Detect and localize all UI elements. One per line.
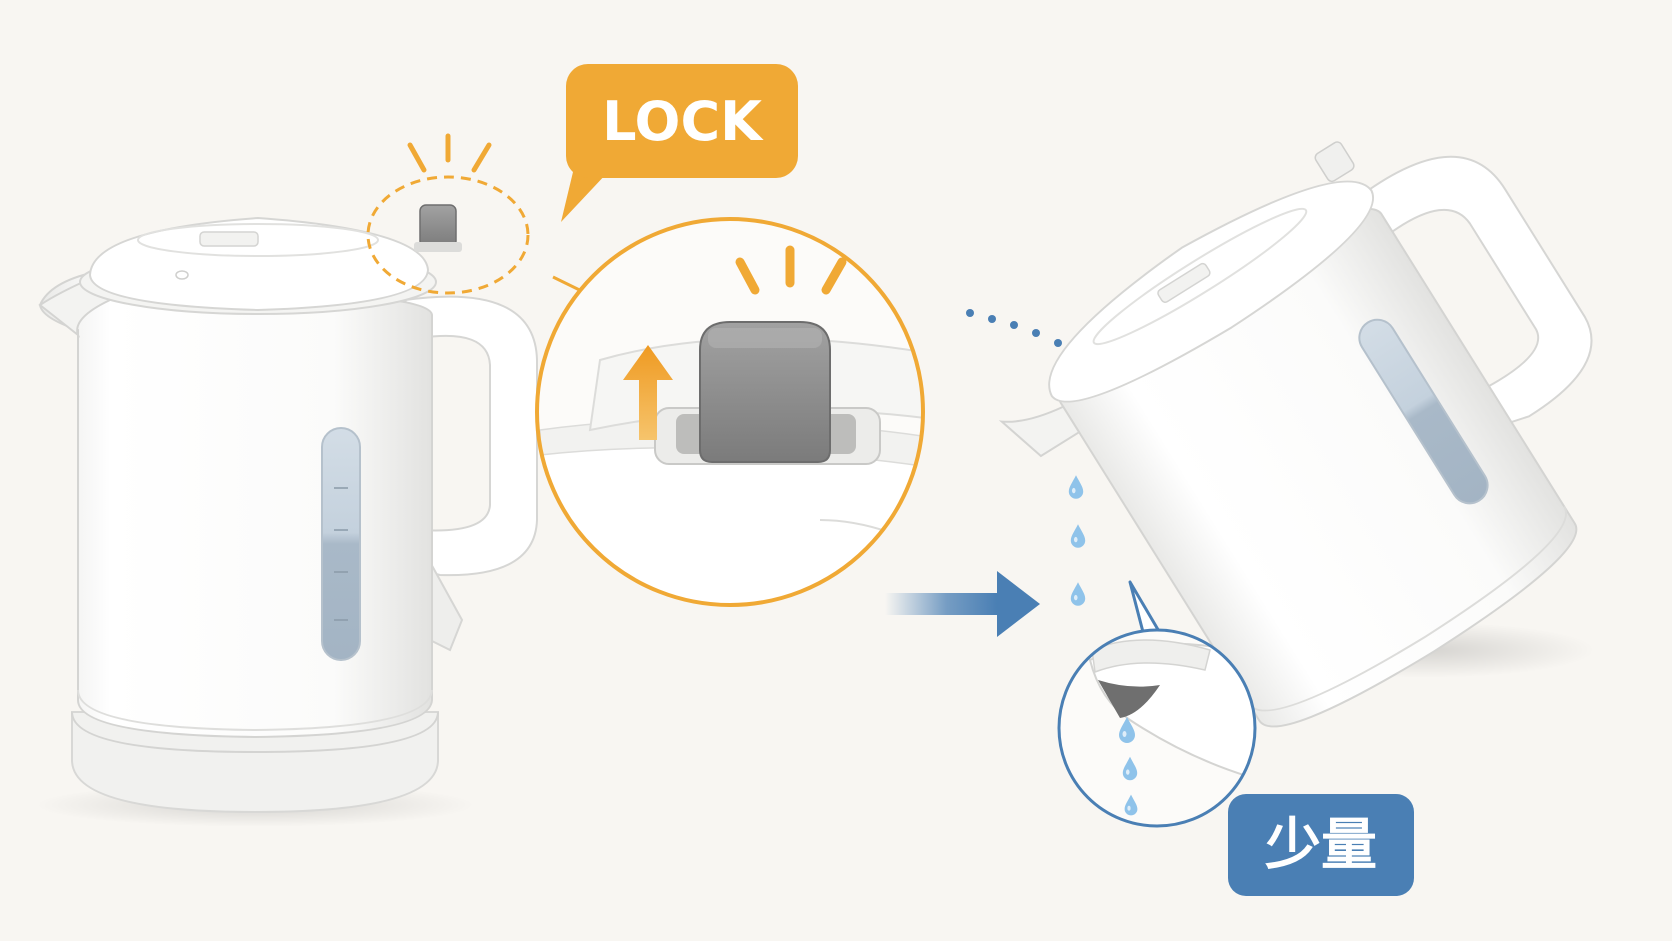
lock-zoom-circle <box>535 217 925 607</box>
lock-label-bubble: LOCK <box>561 64 798 222</box>
right-arrow-icon <box>885 571 1040 637</box>
spout-zoom-circle <box>1057 580 1257 828</box>
kettle-tilted-icon <box>998 141 1595 728</box>
up-arrow-icon <box>623 345 673 440</box>
dotted-connector <box>966 309 1062 347</box>
lock-label: LOCK <box>602 90 764 153</box>
small-amount-label: 少量 <box>1265 813 1377 878</box>
small-amount-label-bubble: 少量 <box>1228 794 1414 896</box>
kettle-upright-icon <box>35 133 538 827</box>
lock-button-icon <box>699 321 831 463</box>
water-drop-icon <box>1068 475 1086 606</box>
lock-button-icon <box>414 204 462 252</box>
